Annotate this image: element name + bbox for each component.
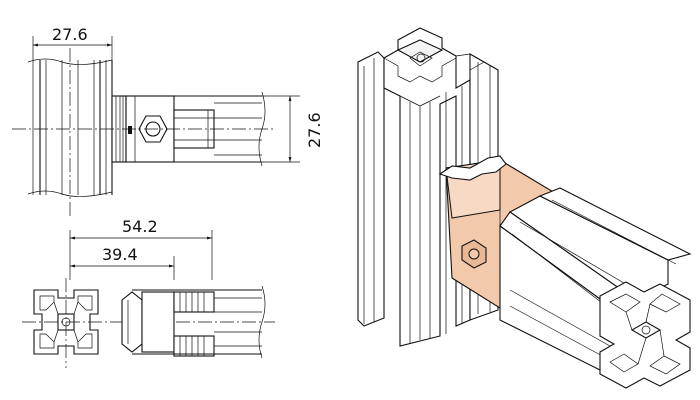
dimension-inner-length: 39.4: [70, 245, 175, 280]
dimension-label-overall: 54.2: [122, 217, 158, 236]
dimension-overall-length: 54.2: [69, 217, 213, 280]
isometric-view: [357, 27, 692, 389]
top-view: 27.6 27.6: [12, 25, 324, 218]
bottom-view: 54.2 39.4: [22, 217, 275, 368]
dimension-label-inner: 39.4: [102, 245, 138, 264]
dimension-side-height: 27.6: [262, 95, 324, 163]
dimension-label-top: 27.6: [52, 25, 88, 44]
dimension-label-side: 27.6: [305, 112, 324, 148]
profile-cross-section: [22, 278, 275, 368]
horizontal-profile: [12, 91, 275, 167]
connector-side-view: [121, 291, 215, 357]
horizontal-profile-bottom: [132, 285, 266, 359]
vertical-profile: [27, 48, 113, 218]
horizontal-profile-iso: [499, 187, 692, 389]
dimension-top-width: 27.6: [32, 25, 113, 60]
